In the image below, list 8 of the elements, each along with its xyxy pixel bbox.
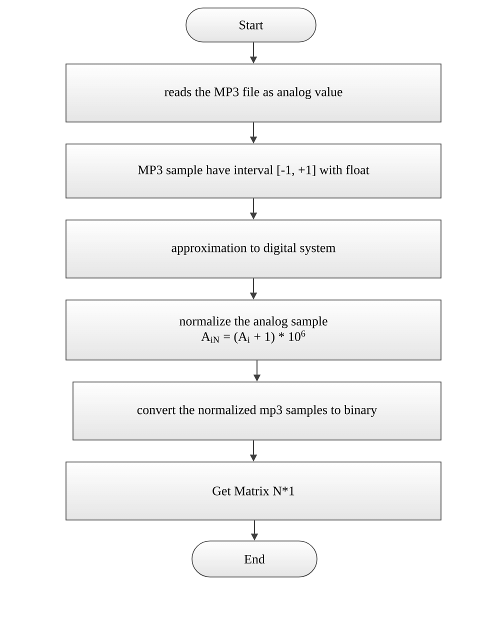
terminal-oval: Start (186, 8, 316, 42)
process-box: normalize the analog sample A$_{iN}$ = (A$_{i}$ + 1) * 10$^{6}$ (66, 300, 442, 360)
terminal-oval: End (192, 540, 318, 578)
process-box: reads the MP3 file as analog value (66, 64, 442, 122)
process-box: Get Matrix N*1 (66, 462, 442, 520)
process-box: convert the normalized mp3 samples to binary (72, 382, 442, 440)
process-box: MP3 sample have interval [-1, +1] with float (66, 144, 442, 198)
process-box: approximation to digital system (66, 220, 442, 278)
